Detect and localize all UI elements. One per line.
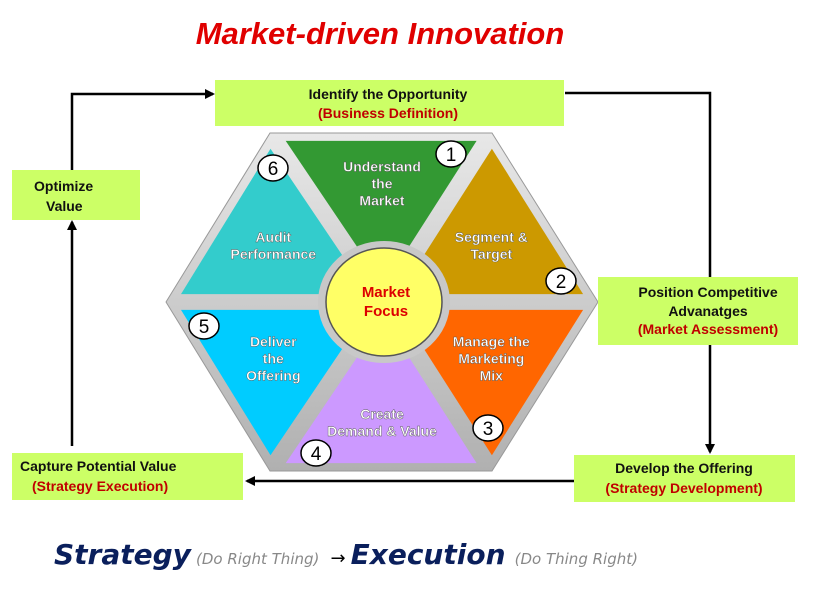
- center-label-1: Market: [362, 284, 410, 301]
- footer-strategy: Strategy: [54, 538, 193, 571]
- box-position-line2: Advanatges: [668, 303, 748, 319]
- arrow-identify-to-develop: [565, 91, 715, 454]
- box-optimize-line1: Optimize: [34, 178, 93, 194]
- segment-1-label: Market: [359, 192, 404, 208]
- segment-2-label: Segment &: [455, 229, 528, 245]
- box-develop-title: Develop the Offering: [615, 460, 753, 476]
- box-develop-offering: Develop the Offering (Strategy Developme…: [574, 455, 795, 502]
- segment-3-triangle: [399, 309, 584, 456]
- segment-4-triangle: [285, 317, 477, 464]
- market-focus-circle: [325, 247, 443, 357]
- segment-5-label: the: [263, 350, 284, 366]
- box-identify-opportunity: Identify the Opportunity (Business Defin…: [215, 80, 564, 126]
- segment-6-triangle: [181, 148, 369, 295]
- segment-3-label: Marketing: [458, 350, 524, 366]
- footer-execution-note: (Do Thing Right): [515, 550, 638, 568]
- box-optimize-value: Optimize Value: [12, 170, 140, 220]
- diagram-title: Market-driven Innovation: [196, 16, 565, 51]
- segment-2-label: Target: [470, 246, 512, 262]
- footer-strategy-note: (Do Right Thing): [196, 550, 319, 568]
- step-number: 4: [311, 444, 322, 465]
- box-position-competitive: Position Competitive Advanatges (Market …: [598, 277, 798, 345]
- footer-arrow: →: [330, 548, 345, 569]
- segment-1-label: Understand: [343, 158, 421, 174]
- segment-2-triangle: [399, 148, 584, 295]
- step-number-circle: [188, 312, 220, 340]
- step-number-circle: [257, 154, 289, 182]
- segment-6-label: Audit: [255, 229, 291, 245]
- segment-3-label: Mix: [480, 367, 504, 383]
- box-develop-subtitle: (Strategy Development): [605, 480, 762, 496]
- step-number: 1: [446, 145, 457, 166]
- footer-tagline: Strategy (Do Right Thing) → Execution (D…: [54, 538, 638, 571]
- step-number-circle: [300, 439, 332, 467]
- box-capture-title: Capture Potential Value: [20, 458, 177, 474]
- segment-4-label: Demand & Value: [327, 423, 437, 439]
- segment-6-label: Performance: [231, 246, 317, 262]
- center-label-2: Focus: [364, 303, 408, 320]
- box-identify-subtitle: (Business Definition): [318, 105, 458, 121]
- segment-1-triangle: [285, 140, 477, 287]
- arrow-optimize-to-identify: [70, 89, 215, 170]
- segment-5-label: Offering: [246, 367, 300, 383]
- box-capture-subtitle: (Strategy Execution): [32, 478, 168, 494]
- segment-4-label: Create: [360, 406, 404, 422]
- step-number-circle: [435, 140, 467, 168]
- box-identify-title: Identify the Opportunity: [309, 86, 468, 102]
- segment-1-label: the: [372, 175, 393, 191]
- box-optimize-line2: Value: [46, 198, 83, 214]
- step-number: 2: [556, 272, 567, 293]
- step-number: 3: [483, 419, 494, 440]
- box-capture-value: Capture Potential Value (Strategy Execut…: [12, 453, 243, 500]
- box-position-subtitle: (Market Assessment): [638, 321, 778, 337]
- step-number: 6: [268, 159, 279, 180]
- step-number-circle: [472, 414, 504, 442]
- box-position-line1: Position Competitive: [638, 284, 777, 300]
- footer-execution: Execution: [351, 538, 506, 571]
- step-number: 5: [199, 317, 210, 338]
- step-number-circle: [545, 267, 577, 295]
- segment-5-triangle: [181, 309, 369, 456]
- segment-5-label: Deliver: [250, 333, 297, 349]
- segment-3-label: Manage the: [453, 333, 530, 349]
